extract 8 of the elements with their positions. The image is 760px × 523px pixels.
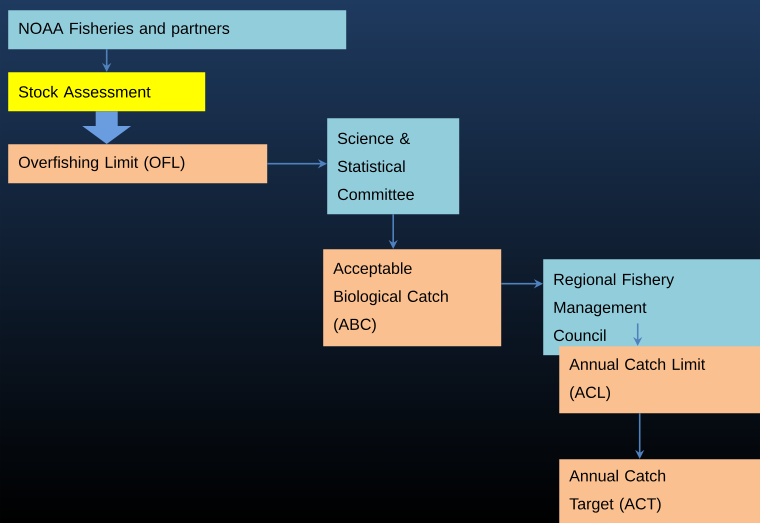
process-box: Acceptable Biological Catch (ABC)	[323, 249, 502, 346]
process-box: Overfishing Limit (OFL)	[8, 144, 268, 184]
process-box: Science & Statistical Committee	[327, 118, 460, 214]
process-box: NOAA Fisheries and partners	[8, 10, 346, 50]
process-box: Annual Catch Target (ACT)	[559, 459, 760, 523]
process-box: Stock Assessment	[8, 72, 206, 112]
process-box: Annual Catch Limit (ACL)	[559, 346, 760, 414]
process-box: Regional Fishery Management Council	[543, 259, 760, 356]
